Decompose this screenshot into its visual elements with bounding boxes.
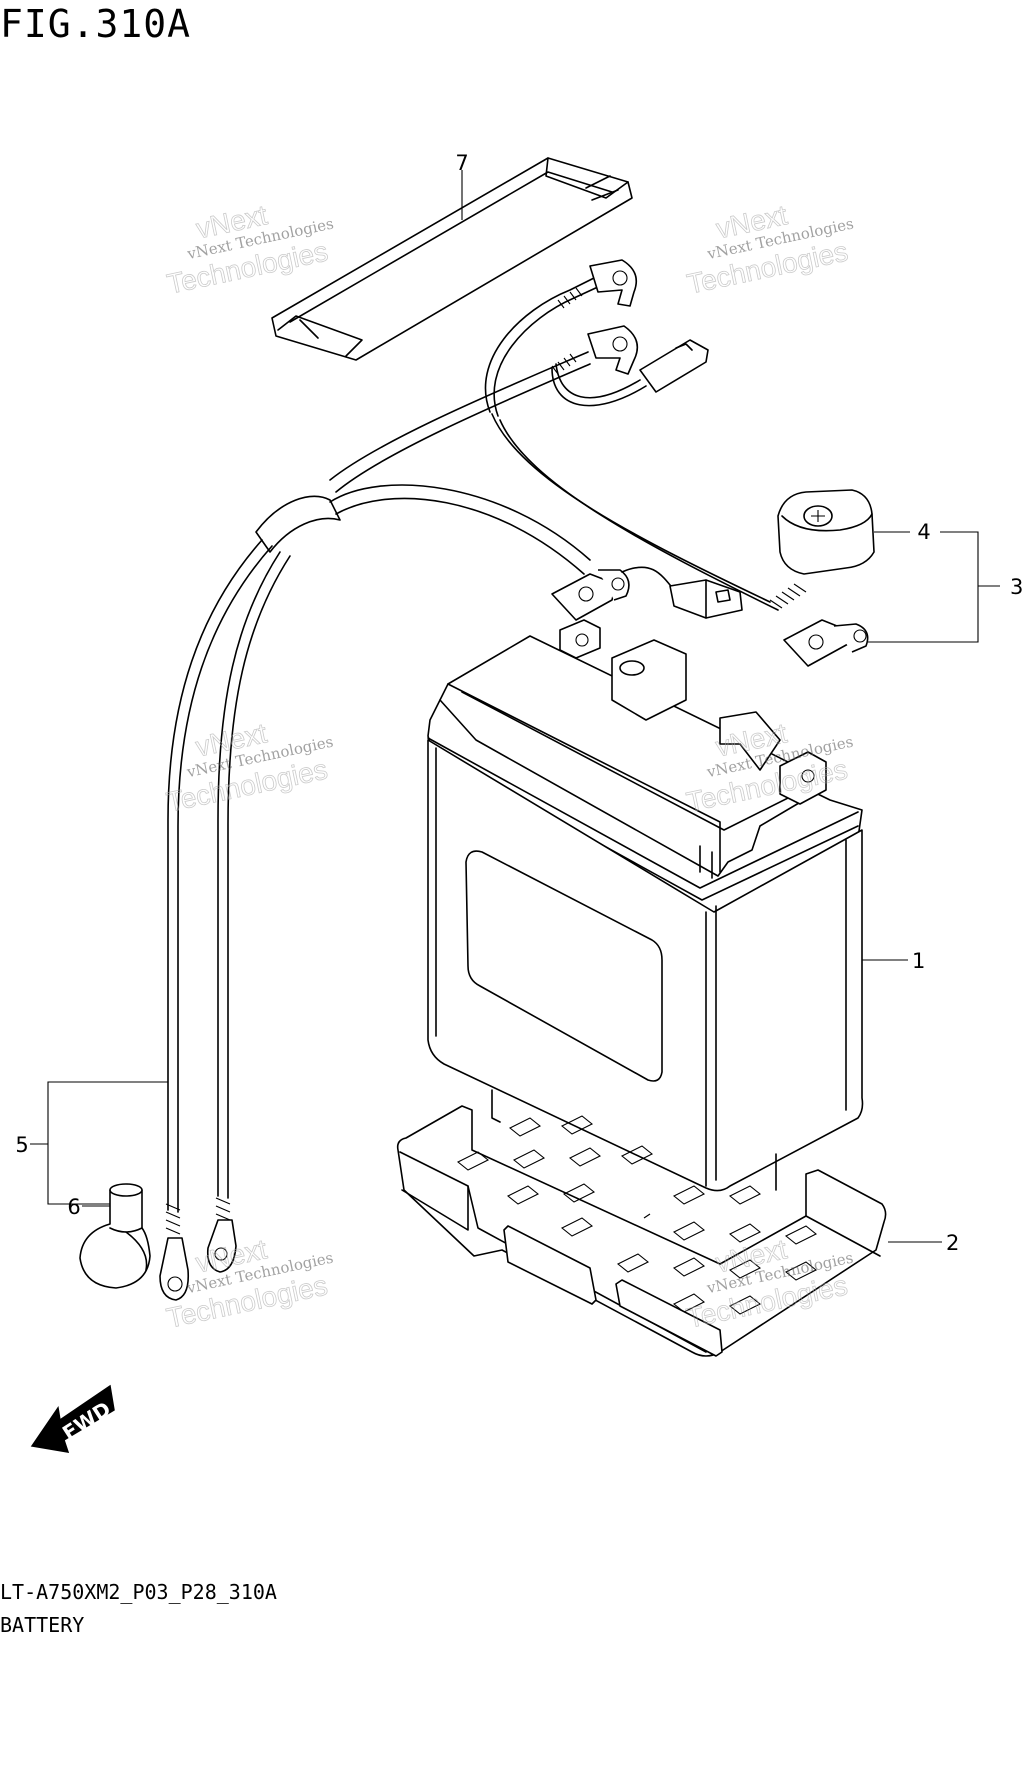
callout-1: 1 [912, 949, 925, 973]
battery-strap [271, 157, 633, 361]
diagram-name: BATTERY [0, 1613, 85, 1637]
fwd-arrow-icon: FWD [30, 1384, 115, 1453]
terminal-cover [777, 489, 875, 575]
callout-2: 2 [946, 1231, 959, 1255]
battery-tray [396, 1089, 887, 1357]
battery-cable-assembly [159, 539, 291, 1301]
callout-3: 3 [1010, 575, 1023, 599]
figure-title: FIG.310A [0, 2, 192, 46]
callout-4: 4 [917, 520, 930, 544]
upper-harness [255, 259, 869, 667]
callout-leaders: 7 4 3 1 2 5 6 [15, 151, 1023, 1255]
callout-6: 6 [67, 1195, 80, 1219]
terminal-cap [79, 1183, 151, 1289]
callout-7: 7 [455, 151, 468, 175]
battery [427, 619, 864, 1192]
callout-5: 5 [15, 1133, 28, 1157]
diagram-code: LT-A750XM2_P03_P28_310A [0, 1580, 277, 1604]
